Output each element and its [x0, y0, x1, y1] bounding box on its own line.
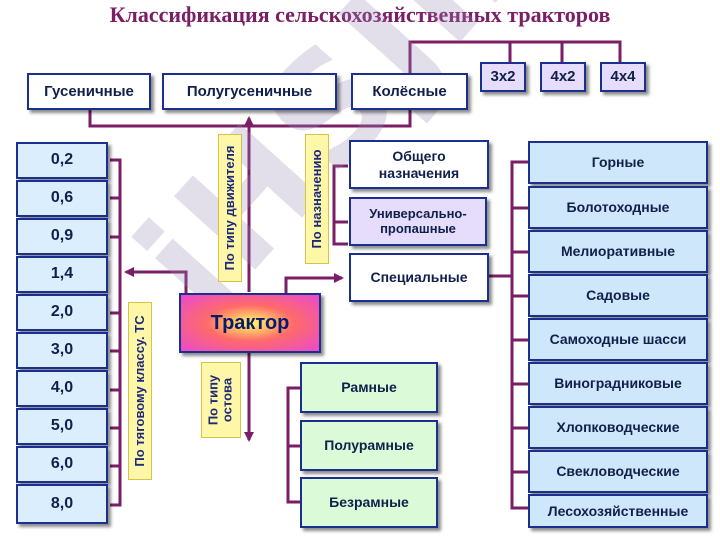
frame-type-semi-frame: Полурамные [300, 420, 438, 471]
frame-type-frameless: Безрамные [300, 477, 438, 528]
special-type-item: Болотоходные [528, 186, 708, 229]
purpose-general: Общего назначения [349, 140, 489, 189]
mover-type-tracked: Гусеничные [27, 73, 151, 110]
special-type-item: Виноградниковые [528, 362, 708, 405]
traction-class-item: 3,0 [16, 332, 108, 369]
label-by-purpose: По назначению [305, 134, 329, 264]
special-type-item: Мелиоративные [528, 230, 708, 273]
special-type-item: Садовые [528, 274, 708, 317]
center-node-tractor: Трактор [179, 293, 321, 353]
traction-class-item: 0,9 [16, 218, 108, 255]
traction-class-item: 1,4 [16, 256, 108, 293]
special-type-item: Свекловодческие [528, 450, 708, 493]
purpose-special: Специальные [349, 253, 489, 302]
mover-type-half-tracked: Полугусеничные [162, 73, 337, 110]
special-type-item: Самоходные шасси [528, 318, 708, 361]
traction-class-item: 2,0 [16, 294, 108, 331]
special-type-item: Хлопководческие [528, 406, 708, 449]
wheel-formula-4x4: 4х4 [600, 62, 646, 92]
mover-type-wheeled: Колёсные [351, 73, 468, 110]
traction-class-item: 8,0 [16, 484, 108, 524]
traction-class-item: 0,2 [16, 142, 108, 179]
frame-type-frame: Рамные [300, 362, 438, 413]
traction-class-item: 6,0 [16, 446, 108, 483]
label-by-mover: По типу движителя [218, 134, 242, 282]
traction-class-item: 5,0 [16, 408, 108, 445]
special-type-item: Лесохозяйственные [528, 494, 708, 528]
wheel-formula-4x2: 4х2 [540, 62, 586, 92]
page-title: Классификация сельскохозяйственных тракт… [109, 2, 611, 27]
wheel-formula-3x2: 3х2 [480, 62, 526, 92]
purpose-universal-row: Универсально-пропашные [349, 197, 487, 246]
special-type-item: Горные [528, 141, 708, 184]
traction-class-item: 4,0 [16, 370, 108, 407]
label-by-class: По тяговому классу. ТС [128, 302, 152, 480]
traction-class-item: 0,6 [16, 180, 108, 217]
